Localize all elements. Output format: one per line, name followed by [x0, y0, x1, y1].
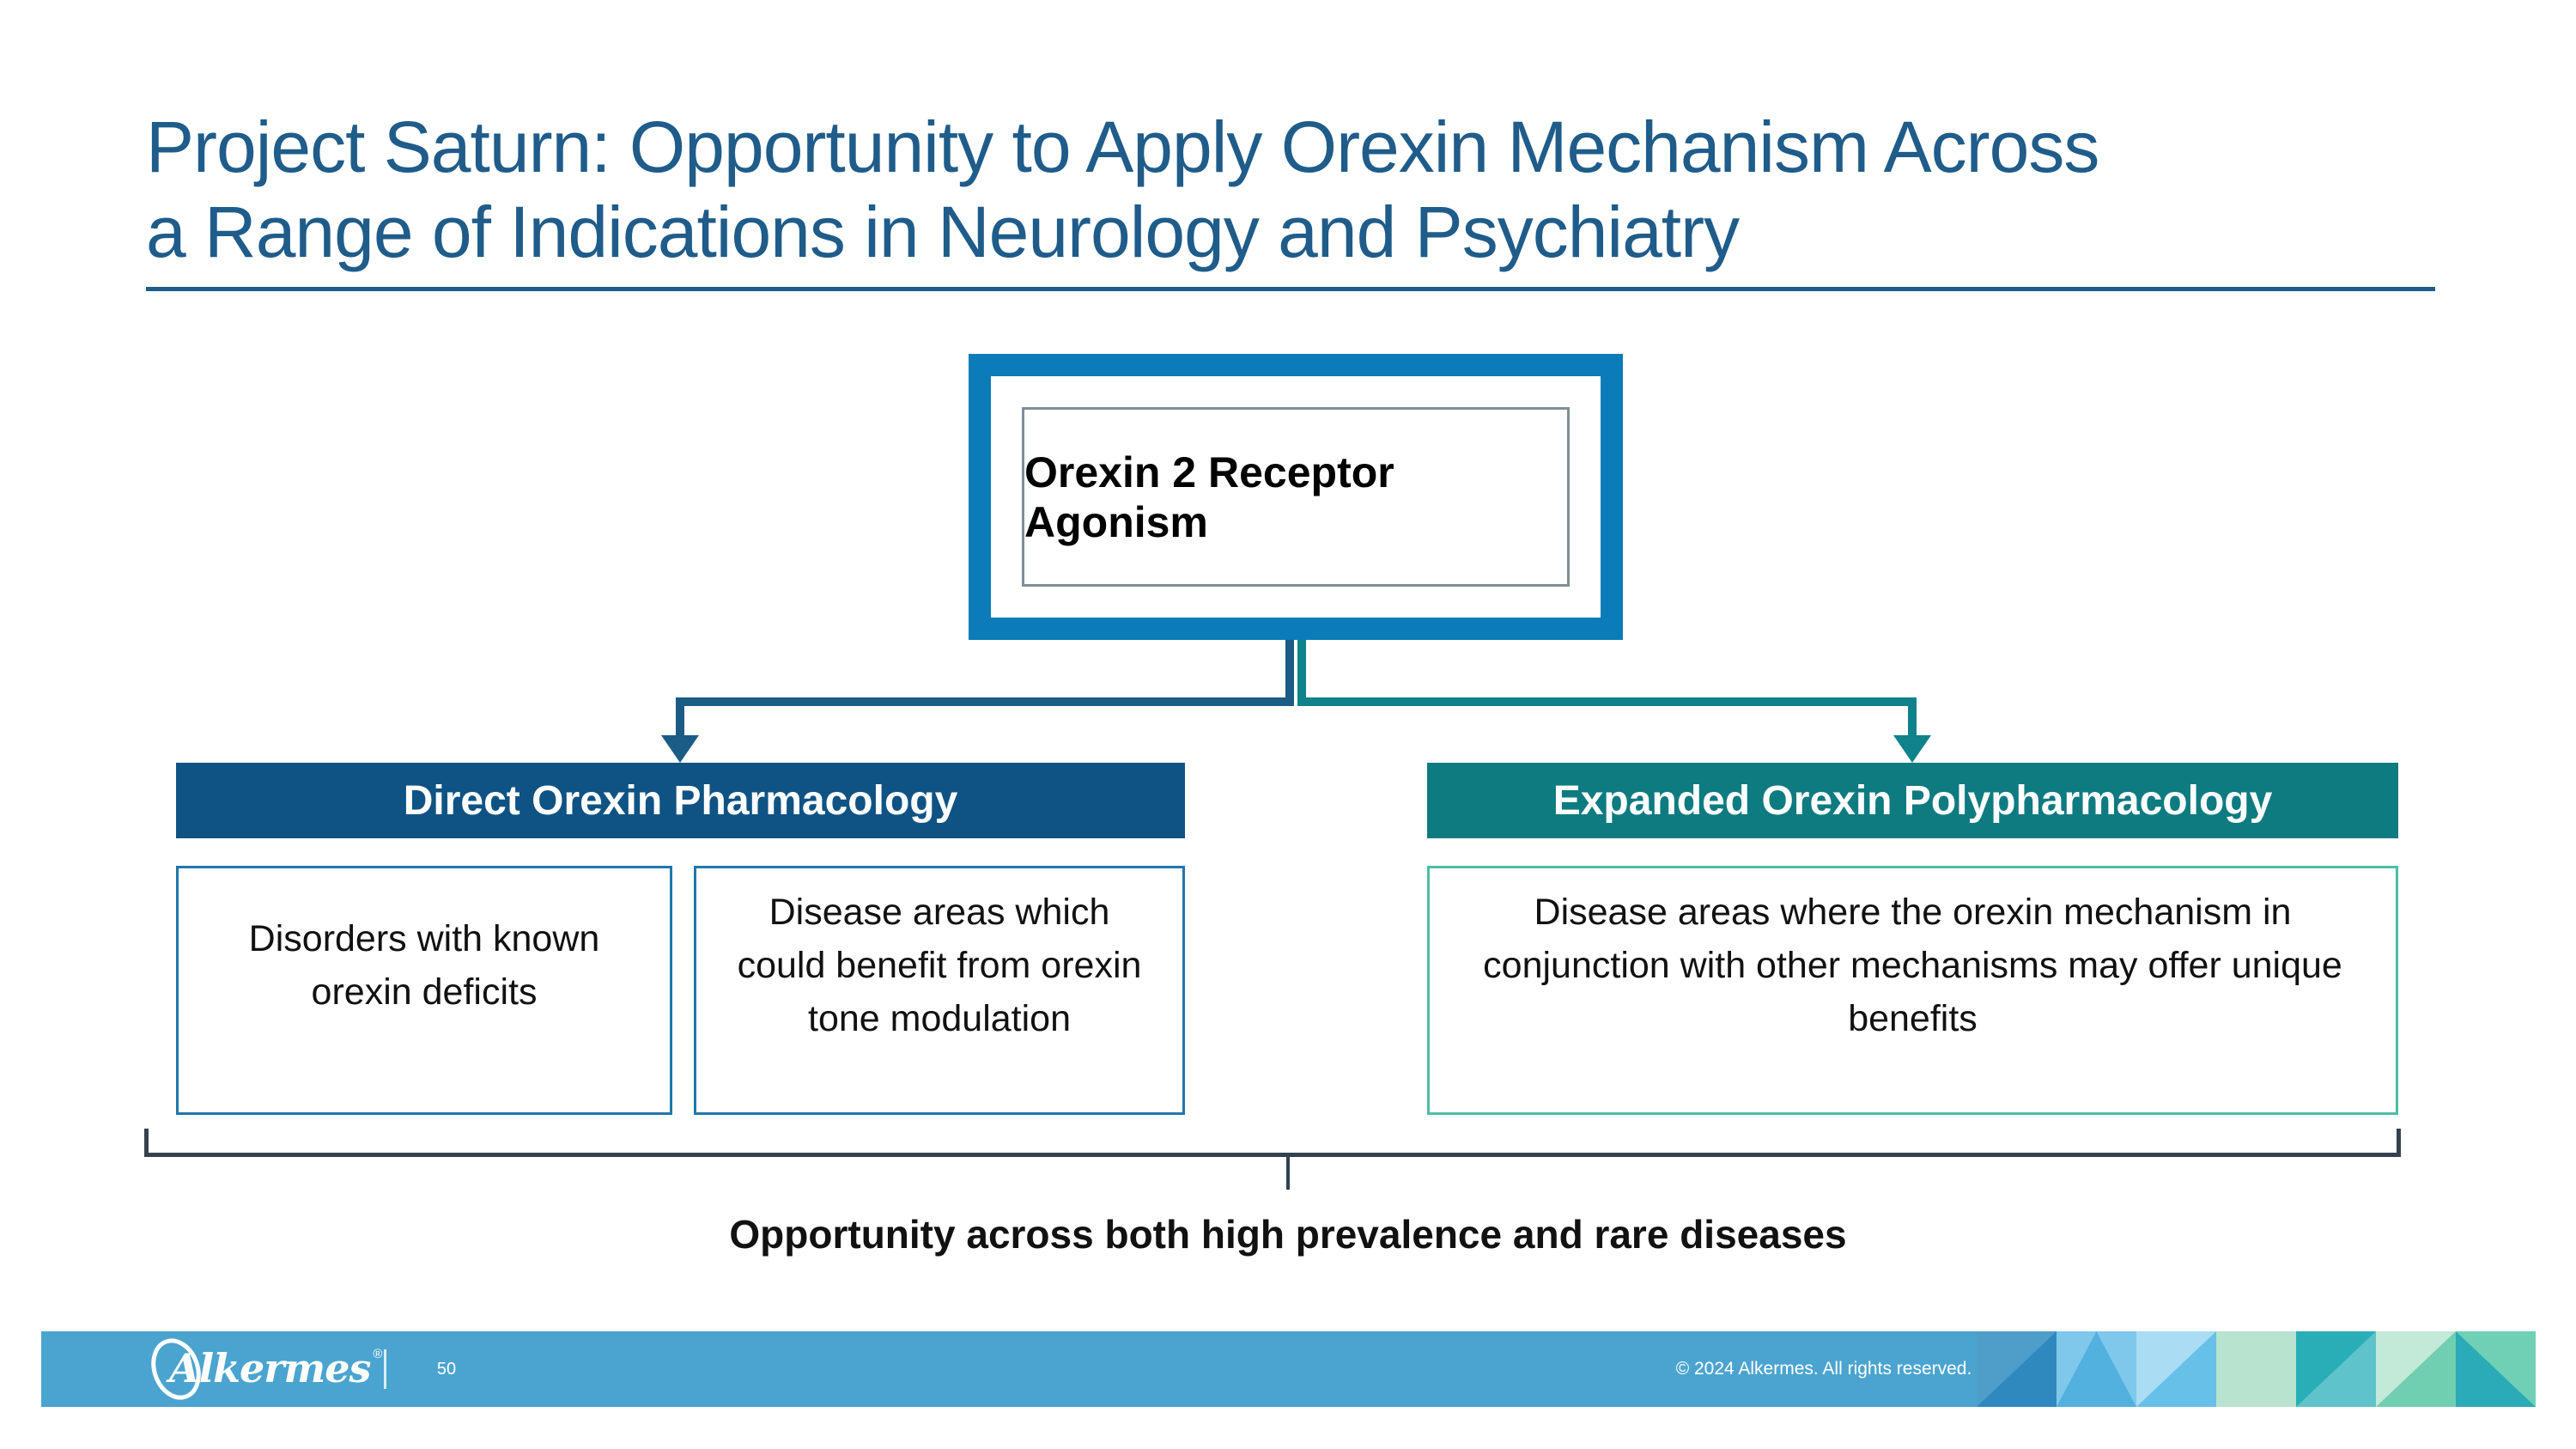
triangle-icon [2296, 1331, 2376, 1407]
triangle-icon [1977, 1331, 2057, 1407]
footer-triangle-pattern [1977, 1331, 2536, 1407]
copyright-text: © 2024 Alkermes. All rights reserved. [1675, 1359, 1972, 1379]
branch-header-direct-orexin: Direct Orexin Pharmacology [176, 763, 1185, 838]
root-box: Orexin 2 Receptor Agonism [969, 354, 1623, 640]
slide-title-line-2: a Range of Indications in Neurology and … [146, 192, 1740, 272]
root-box-inner-frame: Orexin 2 Receptor Agonism [1022, 407, 1570, 587]
info-box-tone-modulation-text: Disease areas which could benefit from o… [737, 892, 1142, 1039]
bracket-left-arm [144, 1129, 149, 1153]
alkermes-logo: Alkermes® [149, 1331, 423, 1407]
triangle-icon [2057, 1331, 2136, 1407]
arrow-down-icon-left [661, 735, 699, 763]
connector-drop-right [1908, 706, 1917, 737]
footer-triangle-tile [2216, 1331, 2296, 1407]
info-box-orexin-deficits-text: Disorders with known orexin deficits [248, 918, 600, 1013]
triangle-icon [2376, 1331, 2456, 1407]
info-box-polypharmacology-benefits-text: Disease areas where the orexin mechanism… [1483, 892, 2342, 1039]
info-box-polypharmacology-benefits: Disease areas where the orexin mechanism… [1427, 866, 2398, 1115]
arrow-down-icon-right [1893, 735, 1931, 763]
info-box-tone-modulation: Disease areas which could benefit from o… [694, 866, 1185, 1115]
root-box-inner-panel: Orexin 2 Receptor Agonism [991, 376, 1601, 618]
bracket-right-arm [2397, 1129, 2401, 1153]
footer-triangle-tile [2057, 1331, 2136, 1407]
branch-header-left-label: Direct Orexin Pharmacology [403, 777, 958, 824]
connector-horizontal-left [676, 697, 1294, 706]
logo-text: Alkermes® [169, 1344, 382, 1391]
footer-triangle-tile [2376, 1331, 2456, 1407]
logo-ellipse-icon [151, 1338, 201, 1400]
connector-stem-right [1297, 640, 1306, 697]
registered-mark: ® [373, 1346, 382, 1361]
triangle-icon [2456, 1331, 2536, 1407]
page-number: 50 [436, 1359, 457, 1379]
logo-wordmark: Alkermes [169, 1344, 371, 1391]
title-underline [146, 287, 2435, 291]
footer-triangle-tile [2136, 1331, 2216, 1407]
bracket-center-tick [1286, 1157, 1290, 1190]
slide-title: Project Saturn: Opportunity to Apply Ore… [146, 105, 2464, 275]
footer-triangle-tile [2456, 1331, 2536, 1407]
footer-triangle-tile [2296, 1331, 2376, 1407]
slide-title-line-1: Project Saturn: Opportunity to Apply Ore… [146, 107, 2099, 187]
branch-header-right-label: Expanded Orexin Polypharmacology [1552, 777, 2273, 824]
connector-horizontal-right [1297, 697, 1917, 706]
connector-stem-left [1285, 640, 1294, 697]
info-box-orexin-deficits: Disorders with known orexin deficits [176, 866, 672, 1115]
footer-triangle-tile [1977, 1331, 2057, 1407]
root-box-label: Orexin 2 Receptor Agonism [1024, 447, 1394, 546]
branch-header-expanded-orexin: Expanded Orexin Polypharmacology [1427, 763, 2398, 838]
bracket-horizontal-line [144, 1153, 2401, 1157]
summary-text: Opportunity across both high prevalence … [729, 1212, 1847, 1257]
footer-bar: Alkermes® 50 © 2024 Alkermes. All rights… [41, 1331, 2536, 1407]
connector-drop-left [676, 706, 684, 737]
triangle-icon [2136, 1331, 2216, 1407]
footer-divider [384, 1349, 386, 1389]
